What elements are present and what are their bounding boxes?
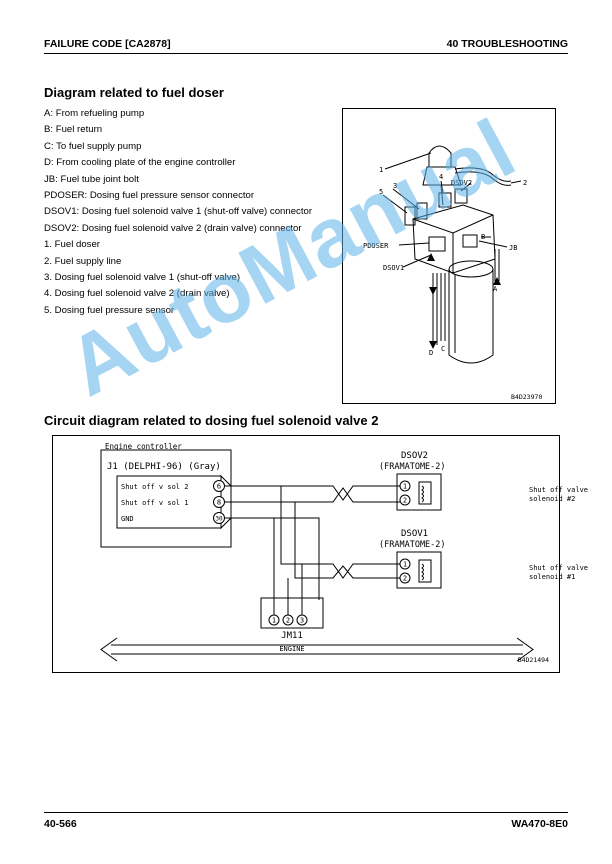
dsov2-type: (FRAMATOME-2) bbox=[379, 462, 446, 472]
label-b: B bbox=[481, 233, 485, 241]
pin-num-30: 30 bbox=[215, 516, 223, 523]
dsov2-desc2: solenoid #2 bbox=[529, 495, 575, 503]
dsov2-desc1: Shut off valve bbox=[529, 486, 588, 494]
footer-rule bbox=[44, 812, 568, 813]
connector-j1-label: J1 (DELPHI-96) (Gray) bbox=[107, 462, 221, 472]
document-code: WA470-8E0 bbox=[511, 818, 568, 830]
engine-label: ENGINE bbox=[279, 645, 304, 653]
label-jb: JB bbox=[509, 244, 517, 252]
legend-item: C: To fuel supply pump bbox=[44, 140, 142, 152]
label-dsov2: DSOV2 bbox=[451, 179, 472, 187]
engine-controller-label: Engine controller bbox=[105, 442, 182, 451]
legend-item: JB: Fuel tube joint bolt bbox=[44, 173, 139, 185]
section-title-circuit: Circuit diagram related to dosing fuel s… bbox=[44, 413, 379, 428]
label-4: 4 bbox=[439, 173, 443, 181]
label-1: 1 bbox=[379, 166, 383, 174]
dsov1-desc1: Shut off valve bbox=[529, 564, 588, 572]
dsov1-name: DSOV1 bbox=[401, 529, 428, 539]
legend-list: A: From refueling pump B: Fuel return C:… bbox=[44, 106, 312, 319]
legend-item: 3. Dosing fuel solenoid valve 1 (shut-of… bbox=[44, 272, 241, 284]
header-rule bbox=[44, 53, 568, 54]
dsov1-type: (FRAMATOME-2) bbox=[379, 540, 446, 550]
legend-item: DSOV1: Dosing fuel solenoid valve 1 (shu… bbox=[44, 206, 313, 218]
circuit-diagram: Engine controller J1 (DELPHI-96) (Gray) … bbox=[52, 435, 588, 673]
dsov1-pin2: 2 bbox=[403, 575, 407, 583]
dsov2-pin1: 1 bbox=[403, 483, 407, 491]
label-pdoser: PDOSER bbox=[363, 242, 389, 250]
jm11-pin1: 1 bbox=[272, 617, 276, 625]
label-d: D bbox=[429, 349, 433, 357]
legend-item: 2. Fuel supply line bbox=[44, 255, 122, 267]
pin-label-sol2: Shut off v sol 2 bbox=[121, 483, 188, 491]
jm11-pin2: 2 bbox=[286, 617, 290, 625]
dsov2-name: DSOV2 bbox=[401, 451, 428, 461]
pin-label-gnd: GND bbox=[121, 515, 134, 523]
pin-label-sol1: Shut off v sol 1 bbox=[121, 499, 188, 507]
legend-item: B: Fuel return bbox=[44, 124, 103, 136]
legend-item: 4. Dosing fuel solenoid valve 2 (drain v… bbox=[44, 288, 230, 300]
legend-item: A: From refueling pump bbox=[44, 108, 145, 119]
jm11-name: JM11 bbox=[281, 631, 303, 641]
page-number: 40-566 bbox=[44, 818, 77, 830]
pin-num-8: 8 bbox=[217, 499, 221, 507]
legend-item: 1. Fuel doser bbox=[44, 239, 100, 251]
legend-item: DSOV2: Dosing fuel solenoid valve 2 (dra… bbox=[44, 222, 302, 234]
label-a: A bbox=[493, 285, 498, 293]
label-dsov1: DSOV1 bbox=[383, 264, 404, 272]
legend-item: PDOSER: Dosing fuel pressure sensor conn… bbox=[44, 190, 255, 202]
legend-item: 5. Dosing fuel pressure sensor bbox=[44, 304, 175, 316]
circuit-code: B4D21494 bbox=[518, 656, 549, 664]
figure-code: B4D23970 bbox=[511, 393, 542, 401]
label-5: 5 bbox=[379, 188, 383, 196]
label-2: 2 bbox=[523, 179, 527, 187]
dsov1-pin1: 1 bbox=[403, 561, 407, 569]
legend-item: D: From cooling plate of the engine cont… bbox=[44, 157, 236, 169]
header-section-title: FAILURE CODE [CA2878] bbox=[44, 38, 171, 50]
dsov2-pin2: 2 bbox=[403, 497, 407, 505]
section-title-fuel-doser: Diagram related to fuel doser bbox=[44, 85, 224, 100]
fuel-doser-illustration: 1 2 3 4 5 DSOV2 PDOSER DSOV1 JB A B C D … bbox=[342, 108, 556, 404]
header-chapter-title: 40 TROUBLESHOOTING bbox=[446, 38, 568, 50]
jm11-pin3: 3 bbox=[300, 617, 304, 625]
label-3: 3 bbox=[393, 182, 397, 190]
pin-num-6: 6 bbox=[217, 483, 221, 491]
dsov1-desc2: solenoid #1 bbox=[529, 573, 575, 581]
label-c: C bbox=[441, 345, 445, 353]
